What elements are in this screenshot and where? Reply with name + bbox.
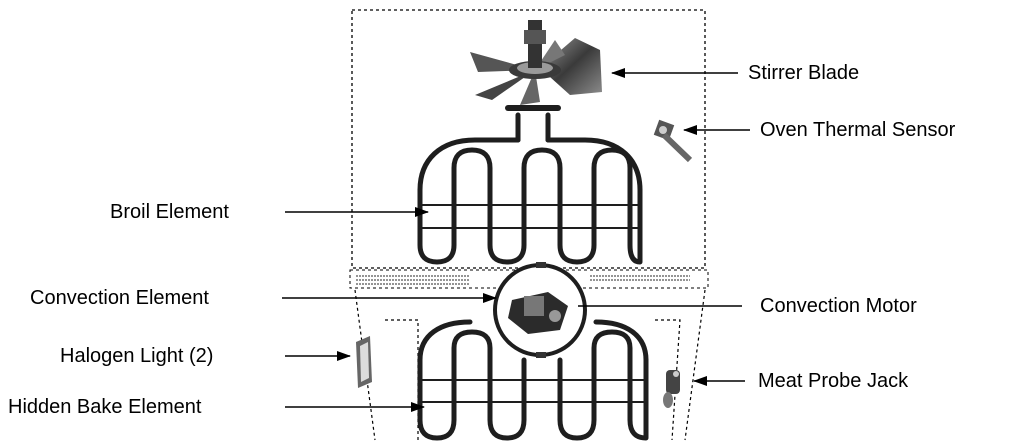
- hidden-bake-element-label: Hidden Bake Element: [8, 396, 202, 418]
- broil-element-label: Broil Element: [110, 201, 229, 223]
- lower-cavity-outline: [354, 289, 706, 441]
- convection-element-label: Convection Element: [30, 287, 209, 309]
- meat-probe-jack-part: [663, 370, 680, 408]
- hidden-bake-element-part: [417, 319, 649, 441]
- oven-thermal-sensor-label: Oven Thermal Sensor: [760, 119, 956, 141]
- stirrer-blade-label: Stirrer Blade: [748, 62, 860, 84]
- oven-thermal-sensor-part: [653, 119, 693, 163]
- meat-probe-jack-label: Meat Probe Jack: [758, 370, 909, 392]
- stirrer-blade-part: [470, 20, 602, 105]
- leader-lines: [282, 68, 750, 412]
- halogen-light-part: [356, 336, 372, 388]
- broil-element-part: [417, 105, 643, 265]
- convection-motor-label: Convection Motor: [760, 295, 917, 317]
- convection-motor-part: [508, 292, 568, 334]
- halogen-light-label: Halogen Light (2): [60, 345, 214, 367]
